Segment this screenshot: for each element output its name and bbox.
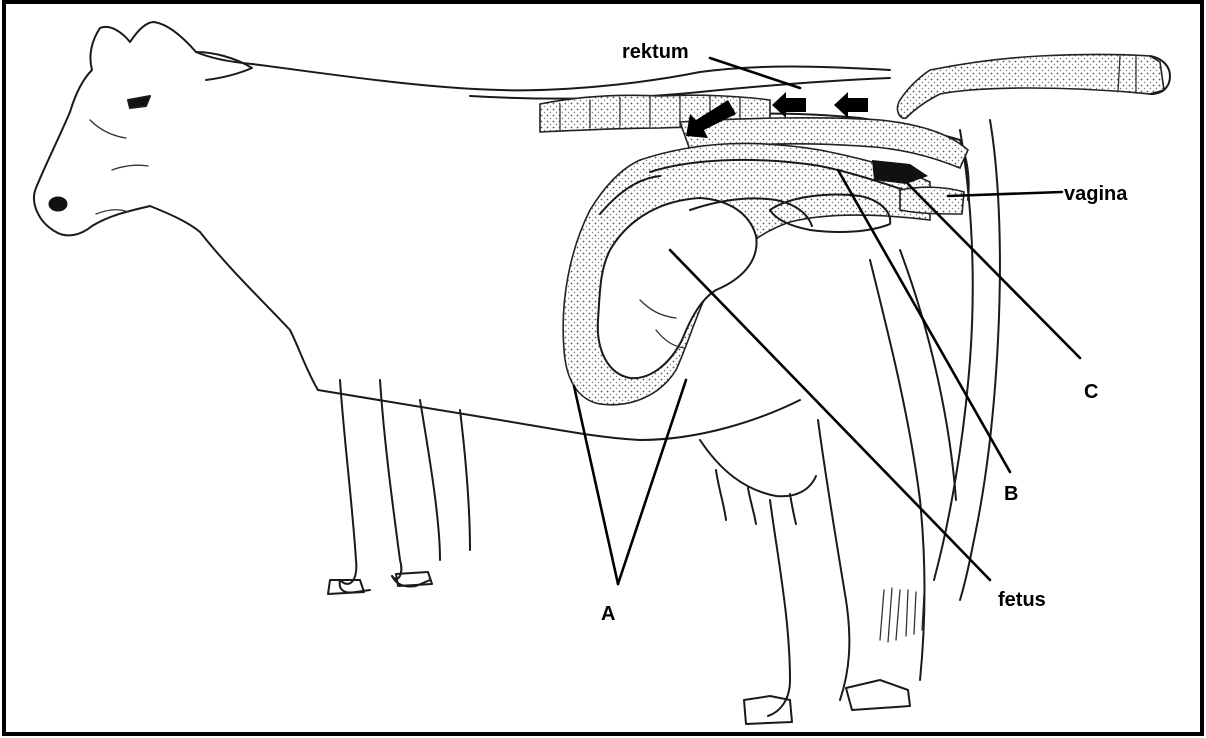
leader-rektum: [710, 58, 800, 88]
leader-vagina: [948, 192, 1062, 196]
leader-a-right: [618, 380, 686, 584]
label-a: A: [601, 603, 615, 625]
leader-c: [908, 184, 1080, 358]
leader-fetus: [670, 250, 990, 580]
label-rektum: rektum: [622, 41, 689, 63]
label-b: B: [1004, 483, 1018, 505]
arrow-1: [834, 92, 868, 118]
label-c: C: [1084, 381, 1098, 403]
leader-a-left: [574, 386, 618, 584]
arm: [898, 55, 1170, 119]
label-fetus: fetus: [998, 589, 1046, 611]
label-vagina: vagina: [1064, 183, 1128, 205]
